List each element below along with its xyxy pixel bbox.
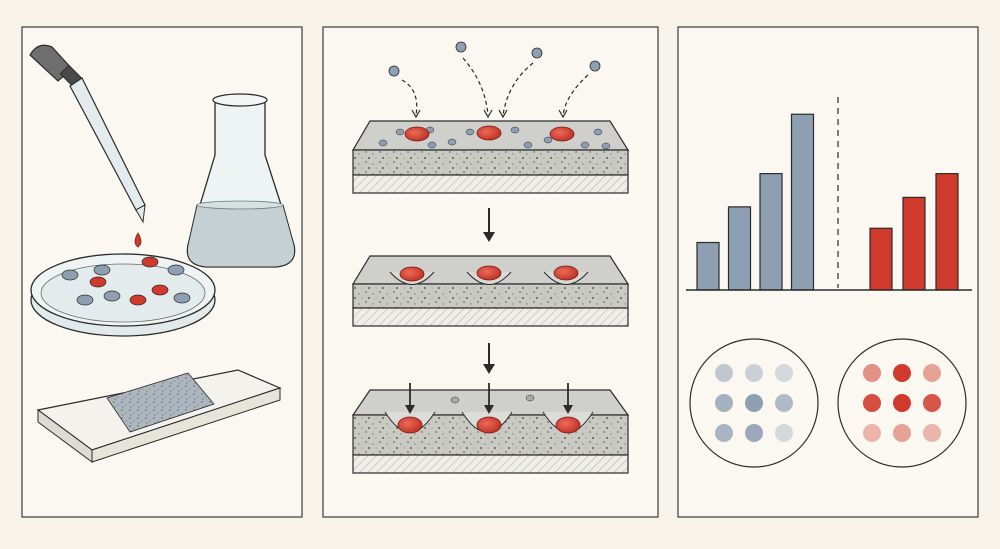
bound-particle	[399, 266, 425, 282]
surface-particle	[543, 136, 553, 144]
bar	[869, 227, 893, 291]
bound-particle	[476, 265, 502, 281]
surface-particle	[580, 141, 590, 149]
array-dot	[745, 394, 763, 412]
array-dot	[863, 424, 881, 442]
array-dot	[745, 424, 763, 442]
surface-particle	[523, 141, 533, 149]
surface-particle	[465, 128, 475, 136]
bound-particle	[549, 126, 575, 142]
bar	[759, 173, 783, 291]
dish-particle	[93, 264, 111, 276]
array-dot	[775, 394, 793, 412]
bound-particle	[476, 416, 502, 434]
bound-particle	[404, 126, 430, 142]
array-dot	[745, 364, 763, 382]
dish-particle	[61, 269, 79, 281]
flask-icon	[186, 93, 296, 268]
bound-particle	[555, 416, 581, 434]
surface-particle	[525, 394, 535, 402]
particle-icon	[388, 65, 400, 77]
dish-particle	[89, 276, 107, 288]
dish-particle	[76, 294, 94, 306]
array-dot	[775, 364, 793, 382]
array-dot	[715, 394, 733, 412]
array-dot	[863, 394, 881, 412]
dish-particle	[167, 264, 185, 276]
surface-particle	[447, 138, 457, 146]
bound-particle	[397, 416, 423, 434]
array-dot	[715, 364, 733, 382]
slide-icon	[36, 369, 282, 463]
falling-particles	[388, 41, 601, 119]
array-dot	[863, 364, 881, 382]
array-dot	[715, 424, 733, 442]
dropper-icon	[29, 44, 146, 248]
particle-icon	[589, 60, 601, 72]
surface-particle	[510, 126, 520, 134]
dish-particle	[173, 292, 191, 304]
array-dot	[923, 394, 941, 412]
surface-step-1	[351, 120, 630, 194]
dish-particle	[141, 256, 159, 268]
array-dot	[775, 424, 793, 442]
bound-particle	[553, 265, 579, 281]
surface-particle	[427, 141, 437, 149]
bar	[727, 206, 752, 291]
surface-particle	[601, 142, 611, 150]
bar	[902, 196, 926, 291]
arrow-down-icon	[483, 343, 495, 374]
dish-particle	[129, 294, 147, 306]
bound-particle	[476, 125, 502, 141]
bar-chart-icon	[686, 97, 972, 291]
array-dot	[893, 364, 911, 382]
array-dot	[923, 364, 941, 382]
particle-icon	[455, 41, 467, 53]
array-dot	[923, 424, 941, 442]
dish-particle	[151, 284, 169, 296]
surface-particle	[593, 128, 603, 136]
bar	[935, 173, 959, 291]
array-dot	[893, 424, 911, 442]
bar	[696, 241, 720, 291]
surface-step-2	[351, 255, 630, 327]
array-dot	[893, 394, 911, 412]
dot-array-icon	[689, 338, 967, 468]
bar	[790, 113, 815, 291]
petri-dish-icon	[30, 253, 216, 337]
surface-step-3	[351, 383, 630, 474]
arrow-down-icon	[405, 383, 573, 414]
surface-particle	[378, 139, 388, 147]
surface-particle	[395, 128, 405, 136]
arrow-down-icon	[483, 208, 495, 242]
dish-particle	[103, 290, 121, 302]
particle-icon	[531, 47, 543, 59]
surface-particle	[450, 396, 460, 404]
